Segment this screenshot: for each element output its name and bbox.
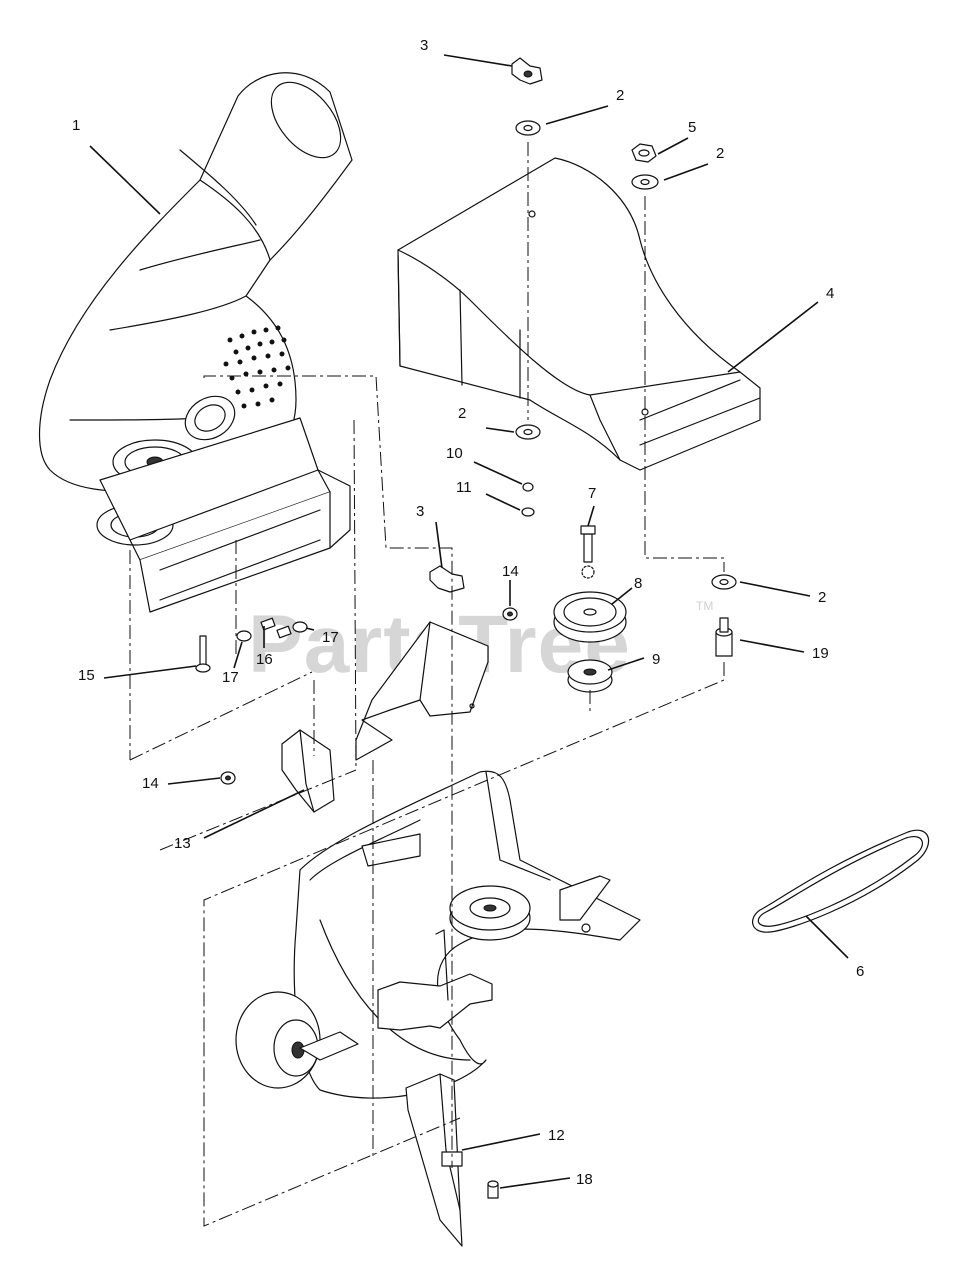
washer-17-right bbox=[292, 621, 308, 633]
callout-numbers: 1 3 2 5 2 4 2 10 11 7 3 14 8 2 9 19 15 1… bbox=[72, 37, 864, 1188]
callout-6: 6 bbox=[856, 963, 864, 980]
phantom-lines bbox=[129, 375, 725, 1227]
wing-nut-mid bbox=[429, 565, 465, 593]
callout-14-top: 14 bbox=[502, 563, 519, 580]
callout-16: 16 bbox=[256, 651, 273, 668]
callout-2-mid: 2 bbox=[458, 405, 466, 422]
washer-2-lower bbox=[711, 574, 737, 590]
washer-2-right bbox=[631, 174, 659, 190]
pulley-8 bbox=[553, 591, 627, 643]
callout-1: 1 bbox=[72, 117, 80, 134]
bolt-7 bbox=[580, 525, 596, 579]
callout-17-left: 17 bbox=[222, 669, 239, 686]
callout-8: 8 bbox=[634, 575, 642, 592]
bracket-12 bbox=[405, 1073, 463, 1247]
leader-lines bbox=[89, 54, 849, 1189]
lockwasher-10 bbox=[522, 482, 534, 492]
callout-3-top: 3 bbox=[420, 37, 428, 54]
belt-cover bbox=[397, 157, 761, 471]
callout-2-right: 2 bbox=[716, 145, 724, 162]
nut-14-left bbox=[220, 771, 236, 785]
callout-2-top: 2 bbox=[616, 87, 624, 104]
washer-2-mid bbox=[515, 424, 541, 440]
bracket-13 bbox=[281, 729, 335, 813]
nut-14-top bbox=[502, 607, 518, 621]
washer-top bbox=[515, 120, 541, 136]
callout-17-right: 17 bbox=[322, 629, 339, 646]
belt-6 bbox=[752, 829, 930, 933]
callout-18: 18 bbox=[576, 1171, 593, 1188]
spacer-19 bbox=[715, 617, 733, 657]
callout-11: 11 bbox=[456, 479, 472, 496]
bolt-16 bbox=[260, 617, 292, 639]
bolt-18 bbox=[487, 1180, 499, 1199]
bolt-15 bbox=[195, 635, 211, 673]
mower-deck bbox=[235, 770, 641, 1099]
callout-15: 15 bbox=[78, 667, 95, 684]
callout-13: 13 bbox=[174, 835, 191, 852]
chute-assembly bbox=[38, 72, 353, 613]
callout-3-mid: 3 bbox=[416, 503, 424, 520]
nut-5 bbox=[631, 143, 657, 163]
callout-2-lower: 2 bbox=[818, 589, 826, 606]
washer-17-left bbox=[236, 630, 252, 642]
watermark-trademark: TM bbox=[696, 599, 713, 613]
nut-11 bbox=[521, 507, 535, 517]
callout-5: 5 bbox=[688, 119, 696, 136]
callout-4: 4 bbox=[826, 285, 834, 302]
callout-19: 19 bbox=[812, 645, 829, 662]
spacer-9 bbox=[567, 659, 613, 693]
perforation-pattern bbox=[223, 325, 291, 409]
callout-9: 9 bbox=[652, 651, 660, 668]
callout-7: 7 bbox=[588, 485, 596, 502]
callout-10: 10 bbox=[446, 445, 463, 462]
callout-12: 12 bbox=[548, 1127, 565, 1144]
wing-nut-top bbox=[511, 57, 543, 85]
callout-14-left: 14 bbox=[142, 775, 159, 792]
